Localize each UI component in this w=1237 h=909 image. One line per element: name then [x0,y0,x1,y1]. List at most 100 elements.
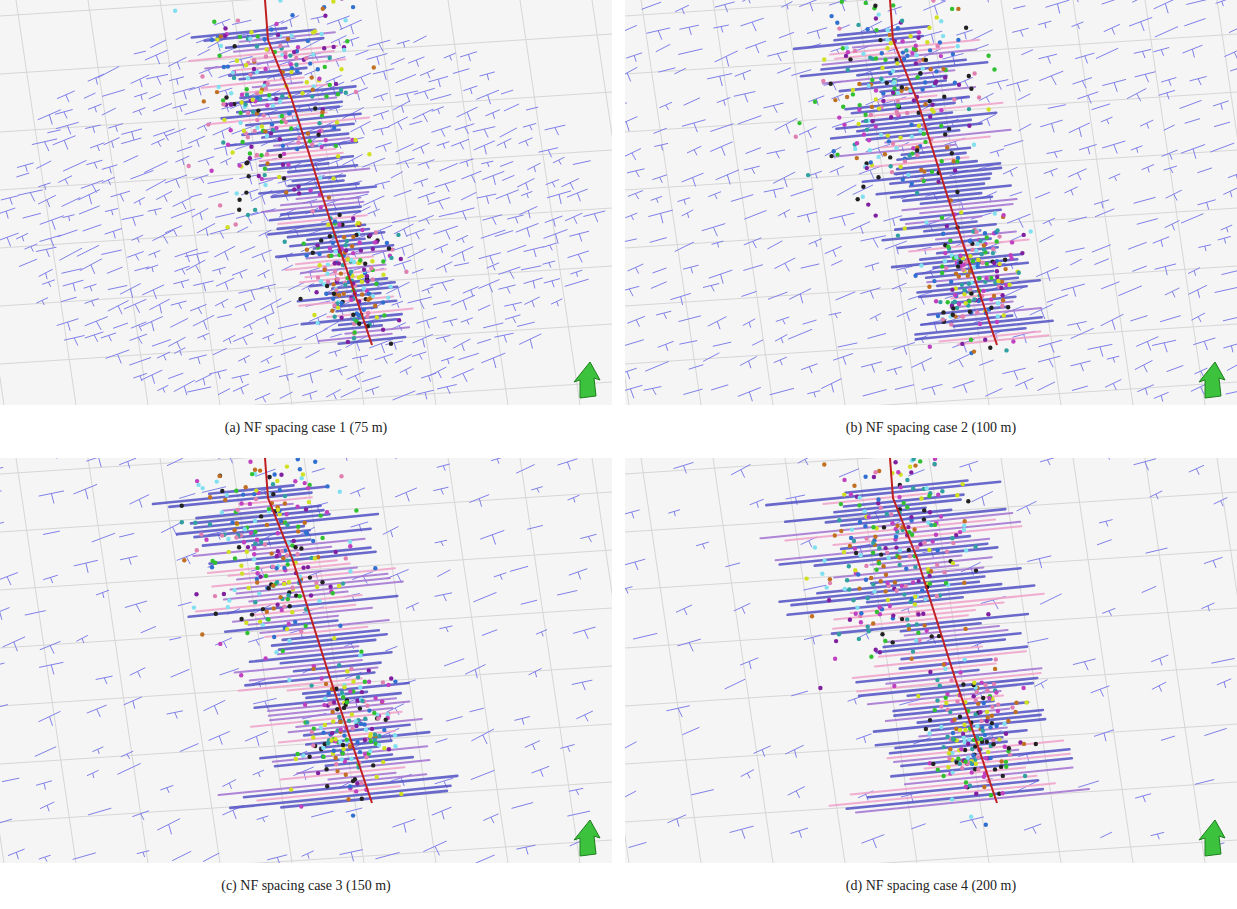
fracture-mark [833,354,853,365]
fracture-mark [395,91,418,102]
fracture-mark [658,68,675,72]
event-dot [829,154,833,158]
fracture-mark [461,318,473,325]
event-dot [880,66,884,70]
event-dot [992,261,996,265]
fracture-mark [502,175,514,180]
fracture-mark [1161,78,1176,86]
fracture-mark [77,245,99,256]
fracture-mark [202,487,226,493]
fracture-mark [1230,66,1237,74]
fracture-mark [1015,378,1033,389]
event-dot [919,263,923,267]
fracture-mark [1094,200,1109,209]
event-dot [294,62,298,66]
event-dot [867,138,871,142]
fracture-mark [239,175,259,185]
fracture-mark [407,229,425,239]
fracture-line [255,149,336,157]
event-dot [237,208,241,212]
event-dot [255,44,259,48]
fracture-mark [418,192,435,202]
north-arrow [574,362,600,398]
fracture-mark [1102,141,1125,154]
event-dot [210,38,214,42]
event-dot [280,94,284,98]
event-dot [1007,283,1011,287]
fracture-mark [108,286,127,290]
event-dot [962,263,966,267]
fracture-mark [96,590,109,598]
event-dot [248,37,252,41]
fracture-mark [125,601,147,612]
fracture-mark [516,465,535,474]
event-dot [331,176,335,180]
fracture-mark [829,0,854,11]
fracture-mark [628,191,643,200]
event-dot [331,241,335,245]
fracture-mark [1088,344,1113,356]
event-dot [244,63,248,67]
event-dot [324,138,328,142]
event-dot [281,163,285,167]
event-dot [947,127,951,131]
event-dot [953,168,957,172]
grid-line [0,608,612,648]
grid-line [448,458,508,863]
event-dot [928,345,932,349]
fracture-mark [142,285,164,299]
event-dot [246,135,250,139]
fracture-mark [499,267,521,279]
fracture-mark [763,103,783,113]
fracture-mark [1193,338,1215,350]
event-dot [217,54,221,58]
fracture-mark [190,304,207,314]
event-dot [296,185,300,189]
event-dot [914,61,918,65]
fracture-mark [0,522,4,534]
fracture-mark [59,248,82,260]
fracture-mark [170,318,188,327]
event-dot [910,134,914,138]
fracture-mark [0,491,2,495]
grid-line [16,0,76,405]
fracture-mark [192,208,209,220]
fracture-mark [788,329,812,339]
event-dot [319,145,323,149]
fracture-line [278,215,366,224]
event-dot [292,187,296,191]
event-dot [282,152,286,156]
event-dot [281,144,285,148]
fracture-mark [241,189,258,199]
fracture-mark [1132,0,1150,2]
fracture-mark [500,162,513,167]
fracture-mark [127,252,144,261]
event-dot [283,240,287,244]
fracture-mark [778,210,790,218]
fracture-mark [473,592,496,602]
fracture-mark [412,334,432,347]
event-dot [1000,293,1004,297]
event-dot [969,87,973,91]
fracture-mark [120,556,138,565]
event-dot [992,67,996,71]
event-dot [297,191,301,195]
fracture-line [898,239,991,248]
event-dot [362,308,366,312]
fracture-mark [42,280,55,287]
event-dot [317,121,321,125]
fracture-mark [259,366,280,373]
event-dot [930,103,934,107]
event-dot [334,287,338,291]
fracture-mark [1131,146,1143,153]
fracture-mark [131,322,146,331]
event-dot [837,26,841,30]
event-dot [916,36,920,40]
fracture-mark [897,308,917,321]
event-dot [874,88,878,92]
event-dot [223,34,227,38]
fracture-mark [63,280,84,291]
event-dot [971,259,975,263]
event-dot [845,46,849,50]
event-dot [224,95,228,99]
